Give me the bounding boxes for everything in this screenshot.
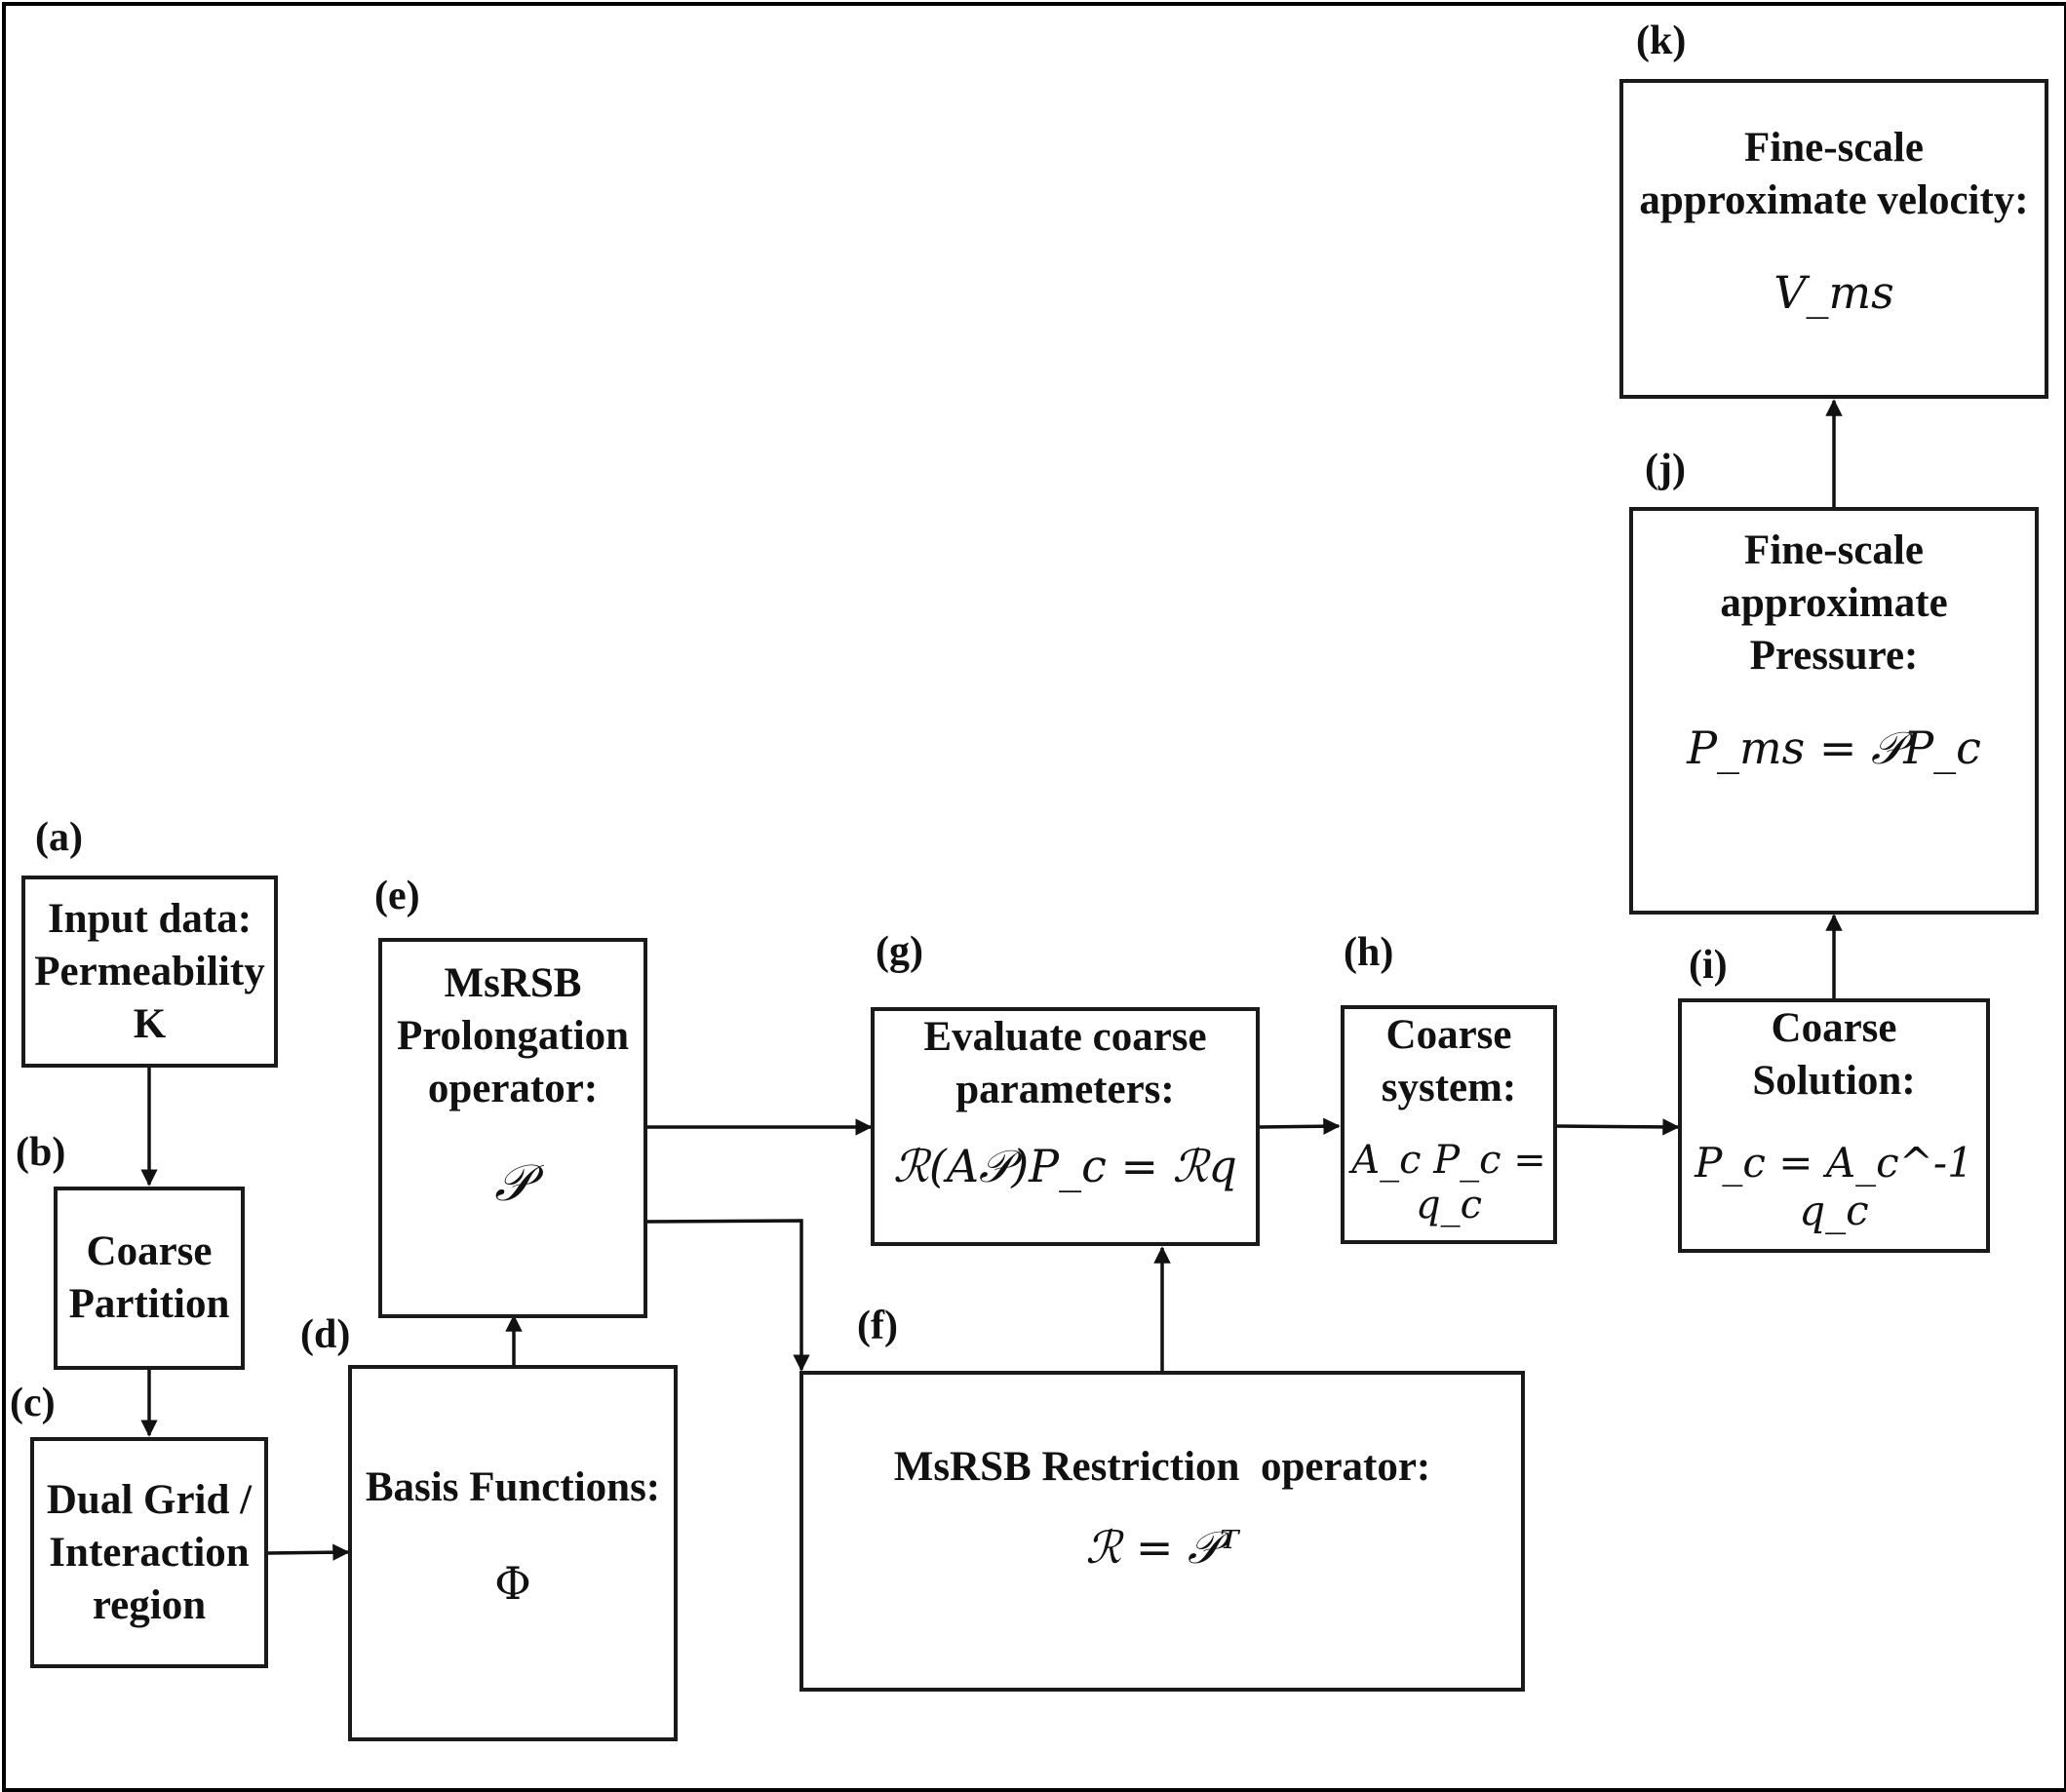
tag-i: (i) <box>1689 943 1728 988</box>
node-coarse-system-title: Coarse system: <box>1381 1012 1517 1110</box>
node-fine-pressure: Fine-scale approximate Pressure: P_ms = … <box>1629 507 2039 915</box>
node-fine-pressure-formula: P_ms = 𝒫P_c <box>1687 721 1981 776</box>
node-restriction: MsRSB Restriction operator: ℛ = 𝒫ᵀ <box>799 1371 1525 1692</box>
node-coarse-partition: Coarse Partition <box>54 1187 245 1370</box>
node-restriction-formula: ℛ = 𝒫ᵀ <box>1086 1521 1239 1576</box>
node-fine-velocity-title: Fine-scale approximate velocity: <box>1639 125 2029 223</box>
fine-velocity-formula: V_ms <box>1774 266 1894 319</box>
edge-c-d <box>265 1543 350 1561</box>
node-coarse-partition-title: Coarse Partition <box>68 1228 230 1327</box>
node-restriction-title: MsRSB Restriction operator: <box>893 1444 1431 1490</box>
edge-e-f <box>644 1219 810 1372</box>
tag-h: (h) <box>1344 930 1394 975</box>
tag-b: (b) <box>16 1130 66 1175</box>
coarse-solution-formula: P_c = A_c^-1 q_c <box>1695 1139 1973 1234</box>
node-fine-pressure-title: Fine-scale approximate Pressure: <box>1720 527 1948 679</box>
coarse-system-formula: A_c P_c = q_c <box>1351 1138 1546 1227</box>
node-coarse-system-formula: A_c P_c = q_c <box>1345 1138 1553 1227</box>
tag-c: (c) <box>10 1381 56 1425</box>
node-evaluate-coarse-title: Evaluate coarse parameters: <box>923 1014 1207 1112</box>
node-evaluate-coarse: Evaluate coarse parameters: ℛ(A𝒫)P_c = ℛ… <box>871 1007 1260 1246</box>
tag-j: (j) <box>1645 447 1686 491</box>
tag-g: (g) <box>876 929 923 974</box>
evaluate-formula: ℛ(A𝒫)P_c = ℛq <box>893 1140 1237 1192</box>
node-evaluate-coarse-formula: ℛ(A𝒫)P_c = ℛq <box>893 1140 1237 1194</box>
node-coarse-solution-title: Coarse Solution: <box>1752 1005 1916 1104</box>
node-coarse-solution: Coarse Solution: P_c = A_c^-1 q_c <box>1678 998 1990 1253</box>
tag-f: (f) <box>857 1304 898 1348</box>
edge-h-i <box>1555 1118 1680 1136</box>
prolongation-symbol: 𝒫 <box>494 1154 531 1213</box>
fine-pressure-formula: P_ms = 𝒫P_c <box>1687 721 1981 774</box>
phi-symbol: Φ <box>494 1557 531 1610</box>
tag-a: (a) <box>35 815 83 860</box>
node-dual-grid: Dual Grid / Interaction region <box>30 1437 268 1668</box>
node-dual-grid-title: Dual Grid / Interaction region <box>46 1476 253 1628</box>
node-prolongation-formula: 𝒫 <box>494 1154 531 1214</box>
node-prolongation-title: MsRSB Prolongation operator: <box>396 960 630 1111</box>
tag-k: (k) <box>1636 19 1687 63</box>
node-input-data: Input data: Permeability K <box>21 876 278 1068</box>
node-prolongation: MsRSB Prolongation operator: 𝒫 <box>378 938 647 1318</box>
restriction-formula: ℛ = 𝒫ᵀ <box>1085 1521 1239 1574</box>
node-coarse-solution-formula: P_c = A_c^-1 q_c <box>1682 1139 1986 1234</box>
node-fine-velocity: Fine-scale approximate velocity: V_ms <box>1619 79 2048 399</box>
node-basis-functions-formula: Φ <box>494 1557 531 1610</box>
node-fine-velocity-formula: V_ms <box>1774 266 1893 319</box>
node-input-data-title: Input data: Permeability K <box>34 895 265 1047</box>
node-basis-functions: Basis Functions: Φ <box>348 1365 678 1741</box>
edge-g-h <box>1257 1117 1341 1135</box>
tag-e: (e) <box>374 874 420 918</box>
tag-d: (d) <box>300 1312 351 1357</box>
node-coarse-system: Coarse system: A_c P_c = q_c <box>1341 1005 1557 1244</box>
node-basis-functions-title: Basis Functions: <box>365 1464 661 1510</box>
